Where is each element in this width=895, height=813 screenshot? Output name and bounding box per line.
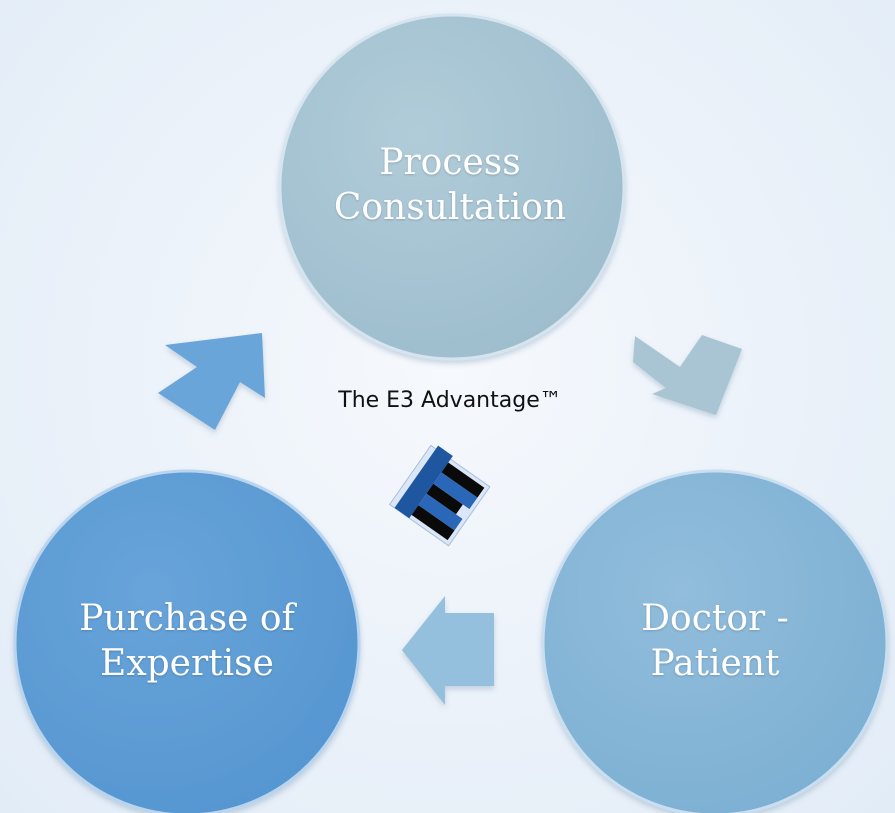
node-label-doctor-patient: Doctor - Patient — [641, 598, 789, 684]
node-purchase-of-expertise — [13, 469, 361, 813]
arrow-doctor-to-purchase-icon — [402, 596, 494, 705]
e3-logo-icon — [388, 444, 491, 547]
node-label-purchase-of-expertise: Purchase of Expertise — [79, 598, 295, 684]
node-label-process-consultation: Process Consultation — [333, 142, 567, 228]
node-process-consultation — [278, 13, 626, 361]
diagram-center-title: The E3 Advantage™ — [338, 388, 562, 413]
arrow-purchase-to-process-icon — [158, 333, 265, 430]
arrow-process-to-doctor-icon — [633, 335, 742, 415]
node-doctor-patient — [541, 469, 889, 813]
